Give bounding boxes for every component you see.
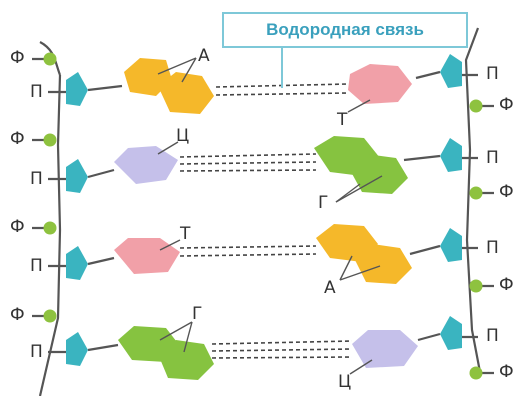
phosphate-circle	[469, 186, 483, 200]
sugar-pentagon	[440, 138, 462, 172]
phosphate-label: Ф	[499, 95, 514, 115]
phosphate-circle	[43, 221, 57, 235]
sugar-pentagon	[440, 54, 462, 88]
adenine-label: А	[198, 46, 210, 66]
sugar-pentagon	[66, 332, 88, 366]
phosphate-circle	[43, 52, 57, 66]
guanine-base-right	[314, 136, 408, 194]
cytosine-label: Ц	[176, 126, 190, 146]
hydrogen-bond-title: Водородная связь	[222, 12, 468, 48]
sugar-label: П	[30, 169, 43, 189]
adenine-label: А	[324, 278, 336, 298]
thymine-label: Т	[337, 110, 348, 130]
phosphate-label: Ф	[499, 182, 514, 202]
phosphate-circle	[43, 133, 57, 147]
hydrogen-bonds	[179, 83, 353, 359]
phosphate-circle	[469, 99, 483, 113]
thymine-base-right	[348, 64, 412, 104]
label-pointers	[157, 57, 383, 375]
phosphate-label: Ф	[499, 275, 514, 295]
adenine-base-right	[316, 224, 412, 284]
sugar-label: П	[486, 148, 499, 168]
phosphate-label: Ф	[10, 129, 25, 149]
phosphate-label: Ф	[10, 305, 25, 325]
sugar-pentagon	[66, 246, 88, 280]
guanine-label: Г	[318, 193, 329, 213]
left-phosphates	[43, 52, 57, 323]
thymine-label: Т	[180, 224, 191, 244]
adenine-base-left	[124, 58, 214, 114]
left-backbone	[38, 41, 62, 396]
right-base-links	[403, 70, 441, 342]
left-base-links	[87, 84, 123, 352]
guanine-base-left	[118, 326, 214, 380]
phosphate-label: Ф	[10, 48, 25, 68]
sugar-label: П	[486, 238, 499, 258]
sugar-pentagon	[440, 316, 462, 350]
phosphate-label: Ф	[10, 217, 25, 237]
cytosine-base-right	[352, 330, 418, 368]
sugar-label: П	[30, 256, 43, 276]
cytosine-base-left	[114, 146, 178, 184]
phosphate-circle	[43, 309, 57, 323]
cytosine-label: Ц	[338, 372, 352, 392]
left-sugars	[66, 72, 88, 366]
left-sugar-links	[48, 90, 66, 354]
right-sugars	[440, 54, 462, 350]
phosphate-circle	[469, 366, 483, 380]
sugar-label: П	[486, 64, 499, 84]
right-backbone	[464, 27, 482, 373]
sugar-pentagon	[440, 228, 462, 262]
sugar-pentagon	[66, 72, 88, 106]
right-phosphates	[469, 99, 483, 380]
sugar-label: П	[30, 342, 43, 362]
guanine-label: Г	[192, 304, 203, 324]
sugar-label: П	[486, 326, 499, 346]
phosphate-label: Ф	[499, 362, 514, 382]
thymine-base-left	[114, 238, 180, 274]
sugar-label: П	[30, 82, 43, 102]
phosphate-circle	[469, 279, 483, 293]
sugar-pentagon	[66, 159, 88, 193]
